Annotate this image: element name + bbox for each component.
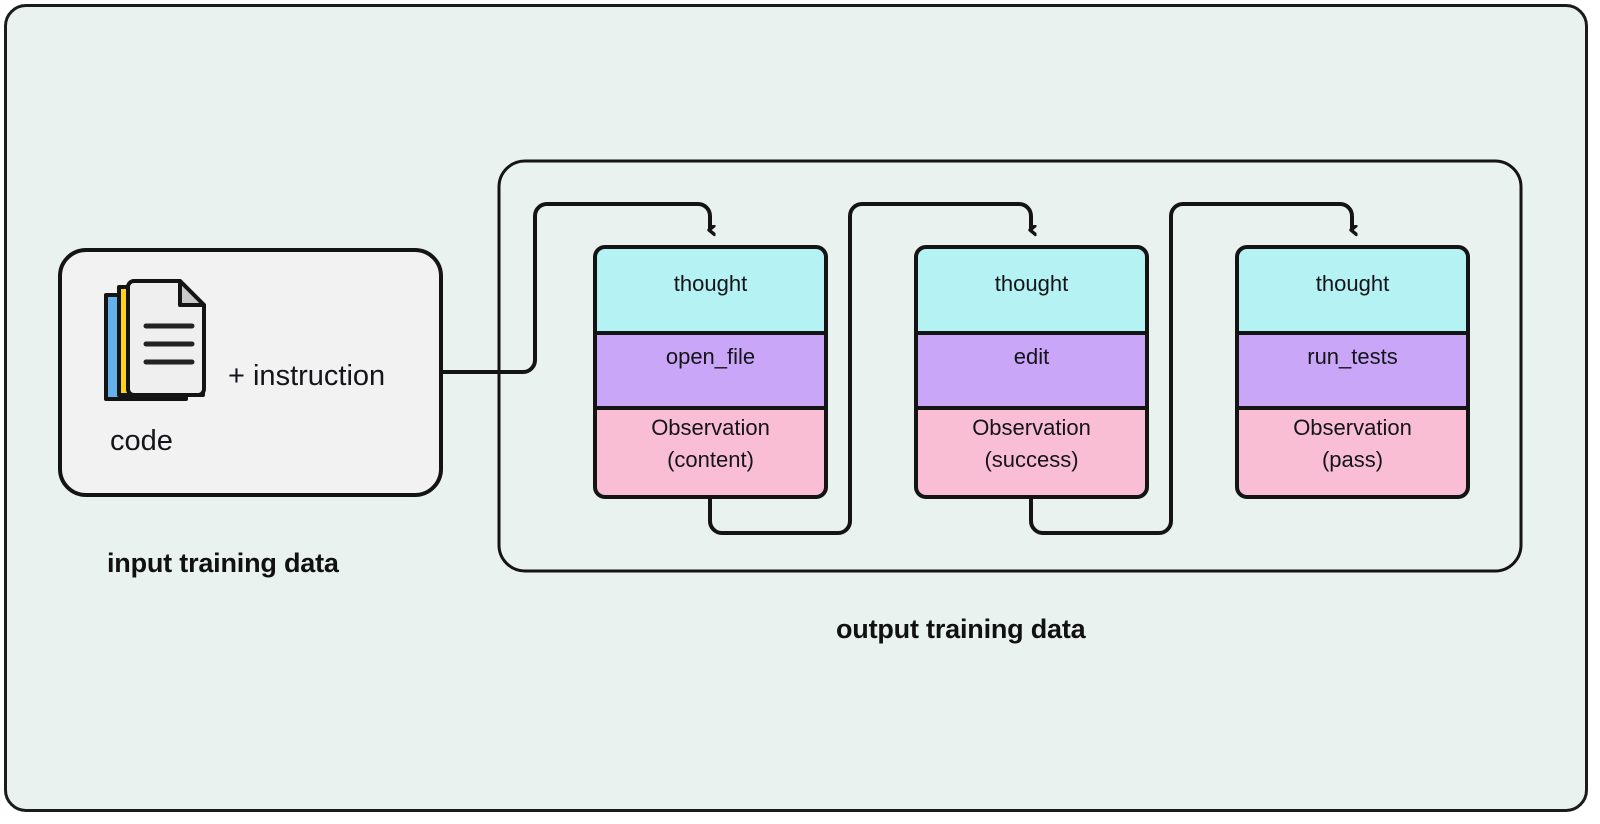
step2-thought-label: thought [994,271,1069,296]
connector-step2-to-step3 [1029,202,1352,535]
step-box-3 [1235,245,1470,499]
step-box-1 [593,245,828,499]
step3-thought-label: thought [1315,271,1390,296]
step3-observation-line2: (pass) [1321,447,1384,472]
step1-observation-line1: Observation [651,415,770,440]
step-box-2 [914,245,1149,499]
step1-observation-line2: (content) [667,447,754,472]
step1-action-label: open_file [665,344,756,369]
code-label: code [110,425,173,457]
output-container-outline [497,159,1523,573]
instruction-label: + instruction [228,360,386,392]
step3-action-label: run_tests [1307,344,1398,369]
input-training-data-caption: input training data [107,548,339,578]
connector-input-to-step1 [441,202,710,374]
stacked-documents-icon [104,279,206,401]
step2-observation-line2: (success) [984,447,1079,472]
step2-action-label: edit [1013,344,1050,369]
step2-observation-line1: Observation [972,415,1091,440]
step1-thought-label: thought [673,271,748,296]
step3-observation-line1: Observation [1293,415,1412,440]
connector-step1-to-step2 [708,202,1031,535]
output-training-data-caption: output training data [836,614,1086,644]
